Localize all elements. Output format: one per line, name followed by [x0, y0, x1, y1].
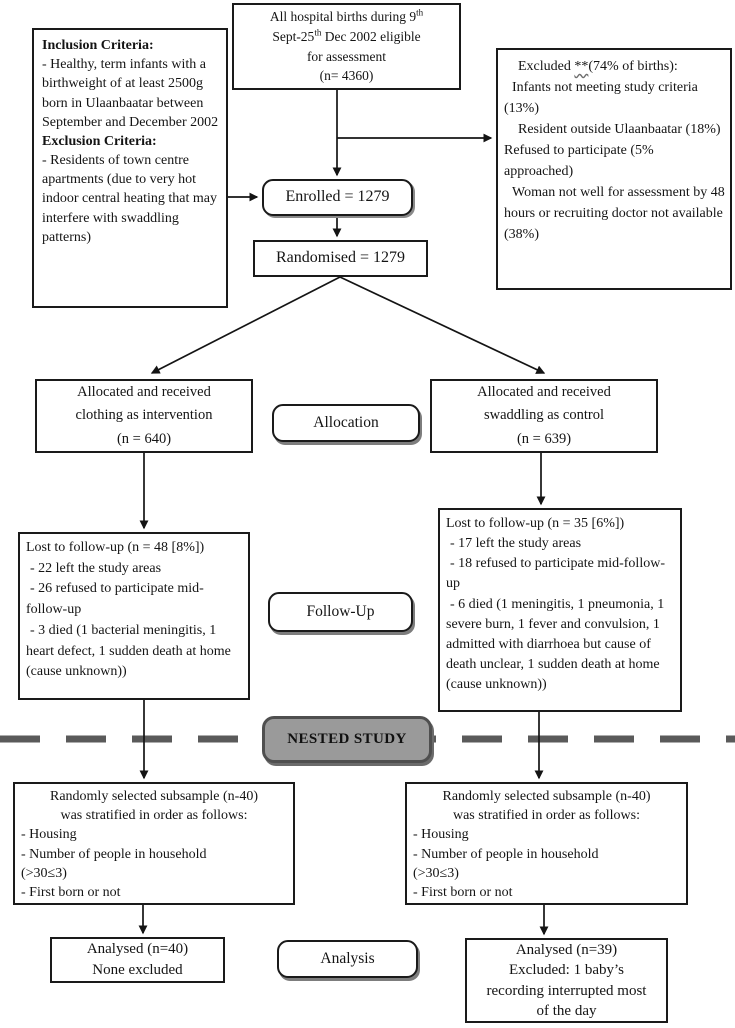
exclusion-criteria-text: - Residents of town centre apartments (d… [42, 153, 217, 245]
subsample-right-item: - First born or not [413, 884, 513, 900]
subsample-left-item: - Housing [21, 827, 77, 843]
analysed-right-line: Excluded: 1 baby’s [509, 962, 624, 979]
eligible-line: Sept-25th Dec 2002 eligible [272, 27, 421, 44]
nested-study-label: NESTED STUDY [287, 731, 407, 747]
followup-stage-pill: Follow-Up [268, 592, 413, 632]
inclusion-criteria-title: Inclusion Criteria: [42, 38, 154, 53]
excluded-title-suffix: (74% of births): [588, 59, 678, 74]
subsample-left-item: (>30≤3) [21, 865, 67, 881]
excluded-item: Refused to participate (5% approached) [504, 143, 654, 179]
allocation-left-line: (n = 640) [116, 430, 172, 447]
criteria-box: Inclusion Criteria: - Healthy, term infa… [32, 28, 228, 308]
subsample-left-item: - First born or not [21, 884, 121, 900]
followup-left-item: - 3 died (1 bacterial meningitis, 1 hear… [26, 622, 231, 680]
subsample-intervention-box: Randomly selected subsample (n-40) was s… [13, 782, 295, 905]
analysis-stage-label: Analysis [320, 950, 375, 968]
randomised-label: Randomised = 1279 [275, 249, 405, 267]
subsample-right-line: was stratified in order as follows: [452, 808, 640, 824]
subsample-right-item: - Housing [413, 827, 469, 843]
excluded-item: Woman not well for assessment by 48 hour… [504, 185, 725, 242]
excluded-box: Excluded **(74% of births): Infants not … [496, 48, 732, 290]
excluded-item: Resident outside Ulaanbaatar (18%) [518, 122, 721, 137]
eligible-line: (n= 4360) [319, 68, 374, 84]
followup-right-title: Lost to follow-up (n = 35 [6%]) [446, 516, 625, 531]
analysed-left-line: None excluded [92, 962, 183, 978]
allocation-right-line: Allocated and received [477, 384, 611, 401]
nested-study-pill: NESTED STUDY [262, 716, 432, 763]
excluded-title-prefix: Excluded [518, 59, 575, 74]
allocation-stage-pill: Allocation [272, 404, 420, 442]
randomised-box: Randomised = 1279 [253, 240, 428, 277]
excluded-title: Excluded **(74% of births): [504, 56, 725, 77]
exclusion-criteria-title: Exclusion Criteria: [42, 133, 157, 149]
followup-right-item: - 18 refused to participate mid-follow-u… [446, 556, 665, 592]
subsample-left-line: was stratified in order as follows: [60, 808, 248, 824]
analysed-intervention-box: Analysed (n=40) None excluded [50, 937, 225, 983]
excluded-asterisks: ** [574, 59, 589, 74]
enrolled-label: Enrolled = 1279 [285, 188, 390, 206]
analysed-right-line: Analysed (n=39) [515, 942, 618, 958]
followup-stage-label: Follow-Up [306, 603, 375, 621]
allocation-left-line: Allocated and received [77, 384, 211, 401]
subsample-right-line: Randomly selected subsample (n-40) [442, 789, 651, 804]
subsample-right-item: (>30≤3) [413, 865, 459, 881]
subsample-left-line: Randomly selected subsample (n-40) [49, 789, 258, 804]
inclusion-criteria-text: - Healthy, term infants with a birthweig… [42, 57, 219, 130]
allocation-left-line: clothing as intervention [75, 407, 213, 424]
arrow-randomised-to-alloc-right [339, 276, 546, 374]
followup-left-title: Lost to follow-up (n = 48 [8%]) [26, 540, 205, 555]
lost-followup-control-box: Lost to follow-up (n = 35 [6%]) - 17 lef… [438, 508, 682, 712]
followup-left-item: - 22 left the study areas [30, 560, 162, 576]
analysed-left-line: Analysed (n=40) [86, 941, 189, 957]
allocation-right-line: swaddling as control [483, 407, 604, 424]
subsample-left-item: - Number of people in household [21, 846, 207, 862]
analysed-right-line: recording interrupted most [486, 982, 647, 999]
excluded-item: Infants not meeting study criteria (13%) [504, 80, 698, 116]
followup-right-item: - 6 died (1 meningitis, 1 pneumonia, 1 s… [446, 596, 665, 693]
allocation-intervention-box: Allocated and received clothing as inter… [35, 379, 253, 453]
enrolled-box: Enrolled = 1279 [262, 179, 413, 216]
allocation-control-box: Allocated and received swaddling as cont… [430, 379, 658, 453]
followup-left-item: - 26 refused to participate mid-follow-u… [26, 581, 204, 618]
analysed-right-line: of the day [536, 1002, 597, 1019]
eligible-line: for assessment [306, 48, 387, 64]
allocation-stage-label: Allocation [313, 414, 379, 432]
subsample-right-item: - Number of people in household [413, 846, 599, 862]
lost-followup-intervention-box: Lost to follow-up (n = 48 [8%]) - 22 lef… [18, 532, 250, 700]
allocation-right-line: (n = 639) [516, 430, 572, 447]
analysed-control-box: Analysed (n=39) Excluded: 1 baby’s recor… [465, 938, 668, 1023]
eligible-line: All hospital births during 9th [269, 7, 424, 24]
subsample-control-box: Randomly selected subsample (n-40) was s… [405, 782, 688, 905]
eligible-births-box: All hospital births during 9th Sept-25th… [232, 3, 461, 90]
followup-right-item: - 17 left the study areas [450, 536, 582, 552]
analysis-stage-pill: Analysis [277, 940, 418, 978]
